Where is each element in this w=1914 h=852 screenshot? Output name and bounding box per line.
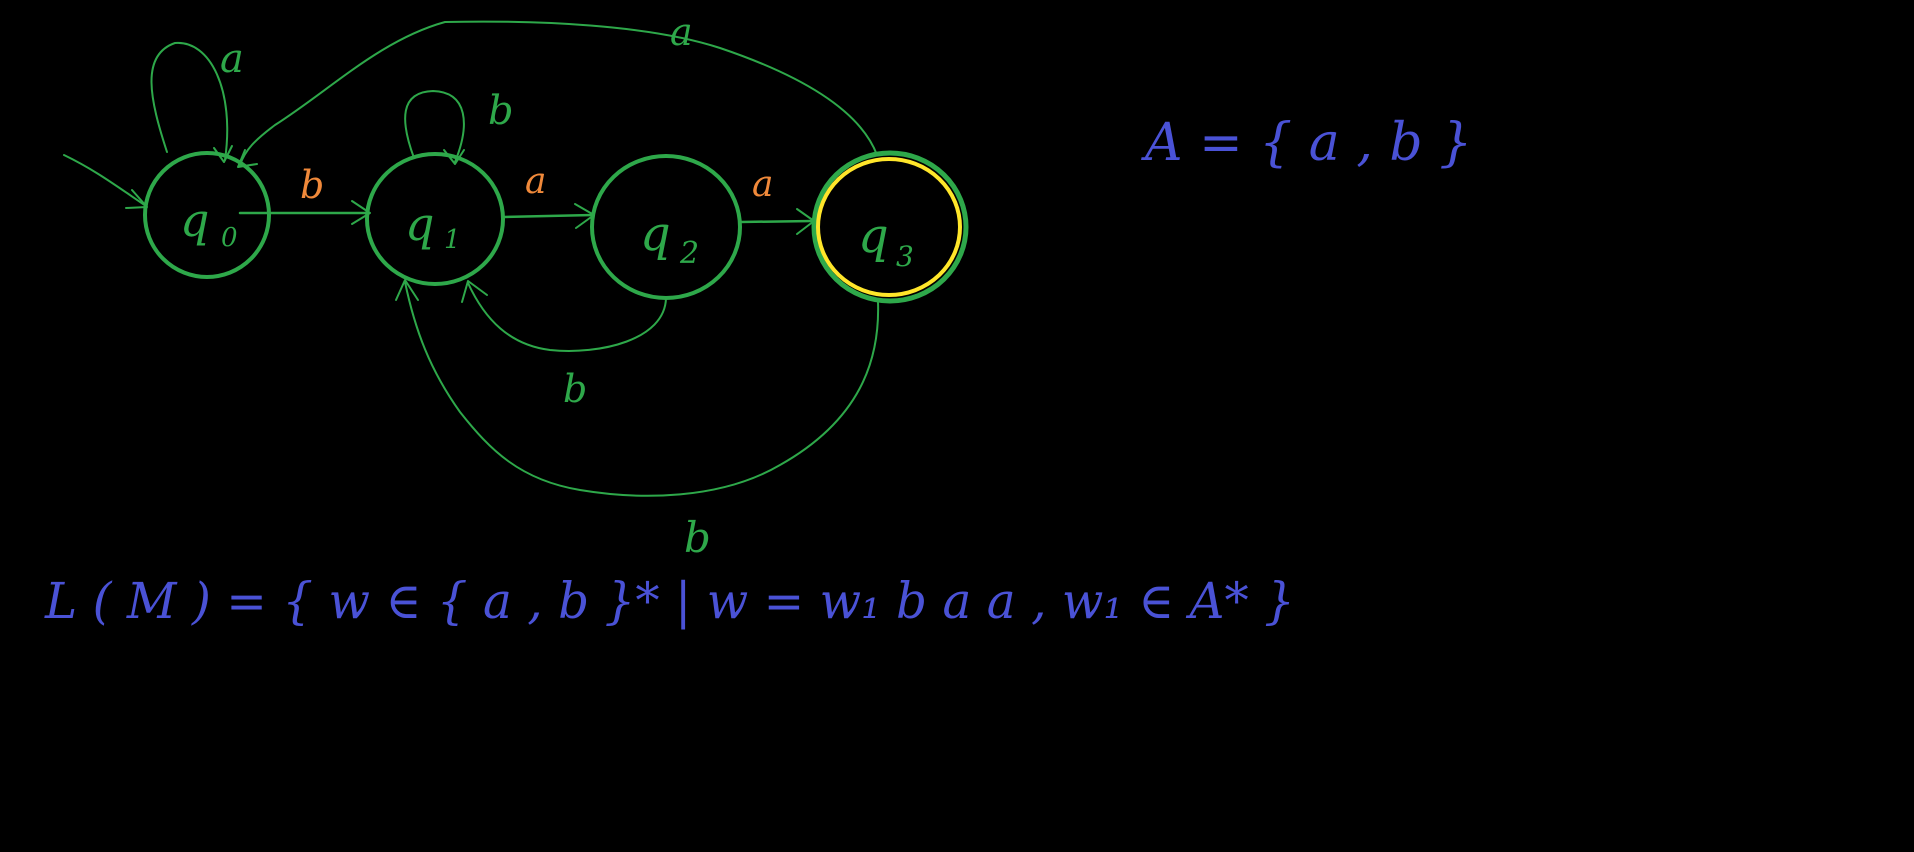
state-q3: q 3 [811,150,969,304]
state-q3-final-ring [816,157,962,297]
state-q3-subscript: 3 [896,240,914,273]
state-q1-circle [365,152,505,286]
alphabet-definition: A = { a , b } [1141,113,1472,173]
state-q2: q 2 [590,154,742,300]
state-q0-subscript: 0 [221,223,238,253]
language-definition: L ( M ) = { w ∈ { a , b }* | w = w₁ b a … [44,572,1295,630]
state-q0-label: q [180,193,209,247]
state-q1: q 1 [365,152,505,286]
state-q2-subscript: 2 [679,236,699,271]
label-q1-q1: b [488,88,514,134]
label-q0-q1: b [300,163,324,207]
label-q1-q2: a [525,161,546,202]
edge-q2-q3 [738,219,815,224]
states: q 0 q 1 q 2 q 3 [143,150,969,304]
label-q2-q3: a [752,164,773,205]
state-q0: q 0 [143,151,271,279]
label-q3-q1: b [684,513,711,562]
state-q3-outer-circle [811,150,969,304]
transition-labels: a b b a a b a b [220,10,773,562]
label-q3-q0: a [670,10,693,54]
state-q1-label: q [405,197,434,251]
edge-q2-q1-arrowhead [461,280,488,303]
label-q2-q1: b [563,367,587,411]
edge-q0-q0 [150,41,229,161]
state-q2-circle [590,154,742,300]
transition-edges [63,20,880,497]
edge-q3-q1-arrowhead [395,279,419,301]
state-q2-label: q [640,206,671,262]
initial-arrow [63,154,147,207]
state-q3-label: q [858,208,889,264]
label-q0-q0: a [220,36,244,82]
edge-q3-q1 [404,281,880,497]
edge-q3-q0 [239,20,878,166]
edge-q1-q2 [502,213,595,219]
edge-q2-q1 [467,282,667,352]
edge-q1-q1 [404,90,465,163]
state-q1-subscript: 1 [444,225,461,255]
edge-q3-q0-arrowhead [237,149,258,168]
edge-q0-q1-arrowhead [351,200,371,225]
state-q0-circle [143,151,271,279]
